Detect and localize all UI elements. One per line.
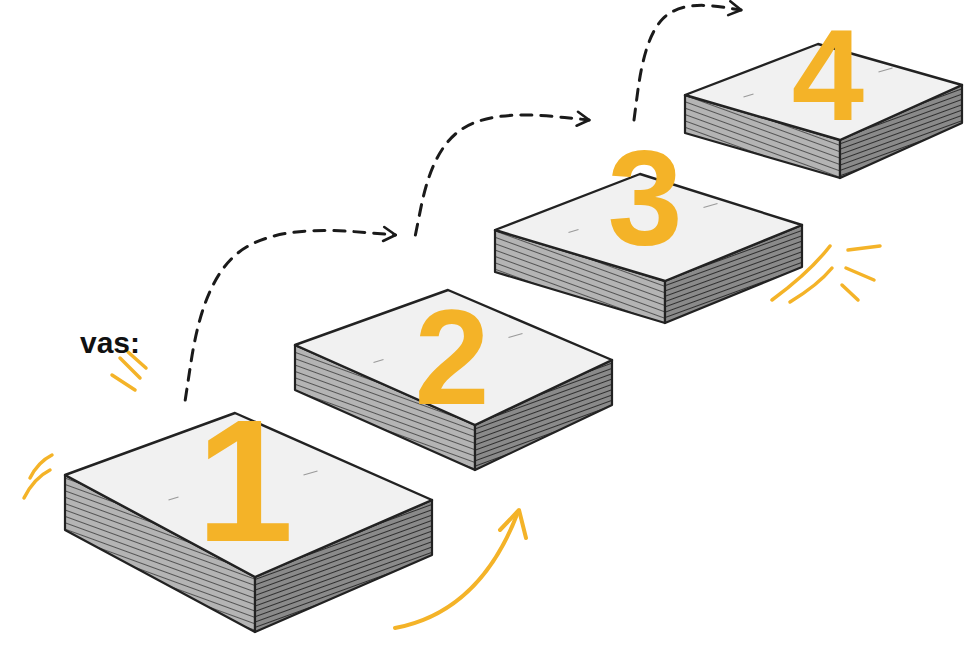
motion-line [120,358,140,378]
edge-group [185,230,395,400]
motion-line [30,455,52,478]
dashed-arrow [634,5,741,120]
motion-line [848,246,880,250]
motion-line [842,285,858,300]
stone-step: 4 [680,10,971,185]
step-number: 4 [792,10,864,140]
cropped-label: vas: [80,326,140,360]
dashed-arrow [185,230,395,400]
motion-line [24,470,50,498]
step-number: 3 [607,130,682,265]
step-number: 1 [196,393,293,568]
motion-line [790,268,832,302]
edge-group [415,115,589,235]
stone-step: 1 [45,400,440,640]
motion-line [112,375,135,390]
slab-top [295,290,612,425]
motion-line [846,268,874,280]
dashed-arrow [415,115,589,235]
edge-group [634,5,741,120]
step-number: 2 [414,290,489,425]
arrow-head [500,510,526,538]
